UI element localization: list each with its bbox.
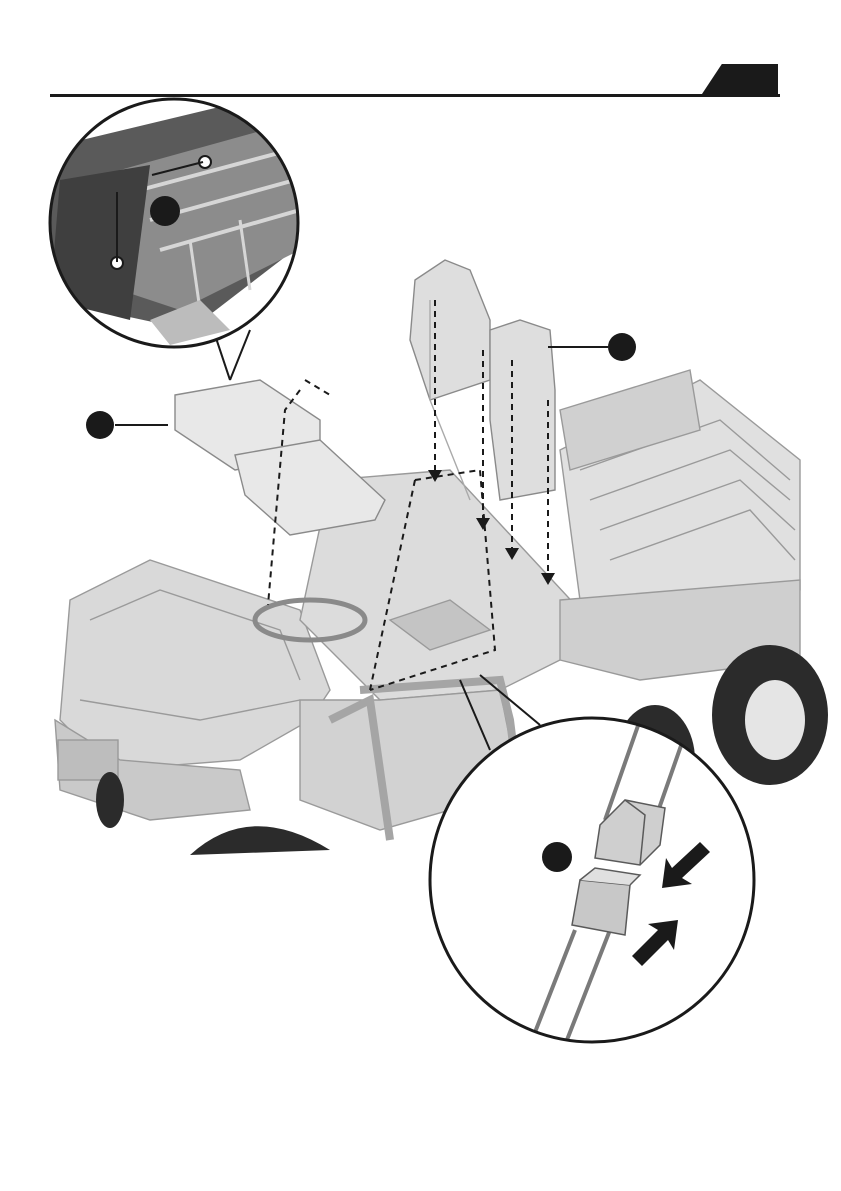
seatback-callout-marker	[608, 333, 636, 361]
connector-callout-marker	[542, 842, 572, 872]
top-detail-magnifier	[40, 90, 320, 347]
seat-callout-marker	[86, 411, 114, 439]
seat-cushion	[175, 380, 385, 535]
seat-detail-callout-marker	[150, 196, 180, 226]
